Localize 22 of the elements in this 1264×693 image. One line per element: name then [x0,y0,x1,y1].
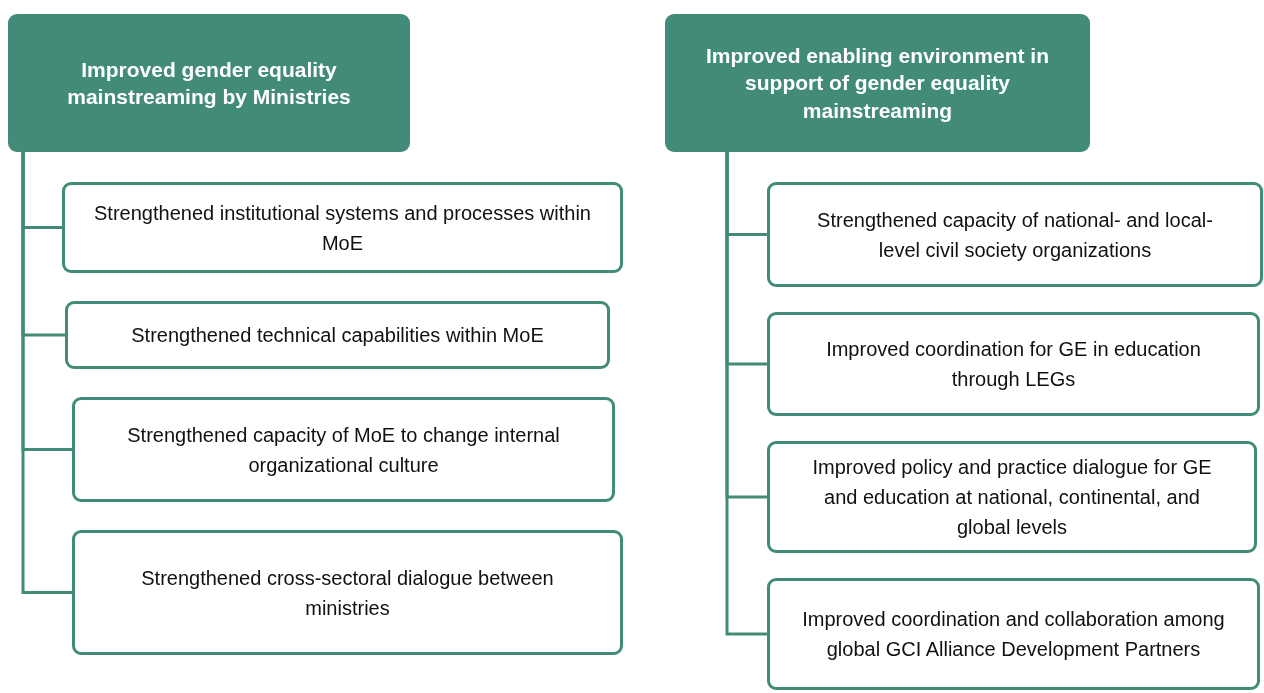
box-text: Strengthened capacity of MoE to change internal organizational culture [126,422,561,478]
outcome-box [65,301,610,369]
connector-line [21,152,72,594]
box-text: Strengthened cross-sectoral dialogue between ministries [140,565,555,621]
box-text: Improved gender equality mainstreaming by Ministries [66,56,352,110]
connector-line [725,152,767,636]
box-text: Strengthened technical capabilities within MoE [131,323,544,348]
box-text: Strengthened capacity of national- and local-level civil society organizations [816,207,1214,263]
outcome-box [72,397,615,502]
outcome-box [72,530,623,655]
outcome-box [767,578,1260,690]
box-text: Improved enabling environment in support of gender equality mainstreaming [705,43,1050,124]
outcome-box [767,182,1263,287]
outcome-box [767,441,1257,553]
header-box [665,14,1090,152]
box-text: Improved policy and practice dialogue for GE and education at national, continental, and global levels [811,455,1213,540]
outcome-box [62,182,623,273]
outcome-box [767,312,1260,416]
header-box [8,14,410,152]
box-text: Improved coordination for GE in education through LEGs [825,337,1202,392]
box-text: Strengthened institutional systems and processes within MoE [93,200,592,256]
box-text: Improved coordination and collaboration among global GCI Alliance Development Partners [801,607,1226,662]
